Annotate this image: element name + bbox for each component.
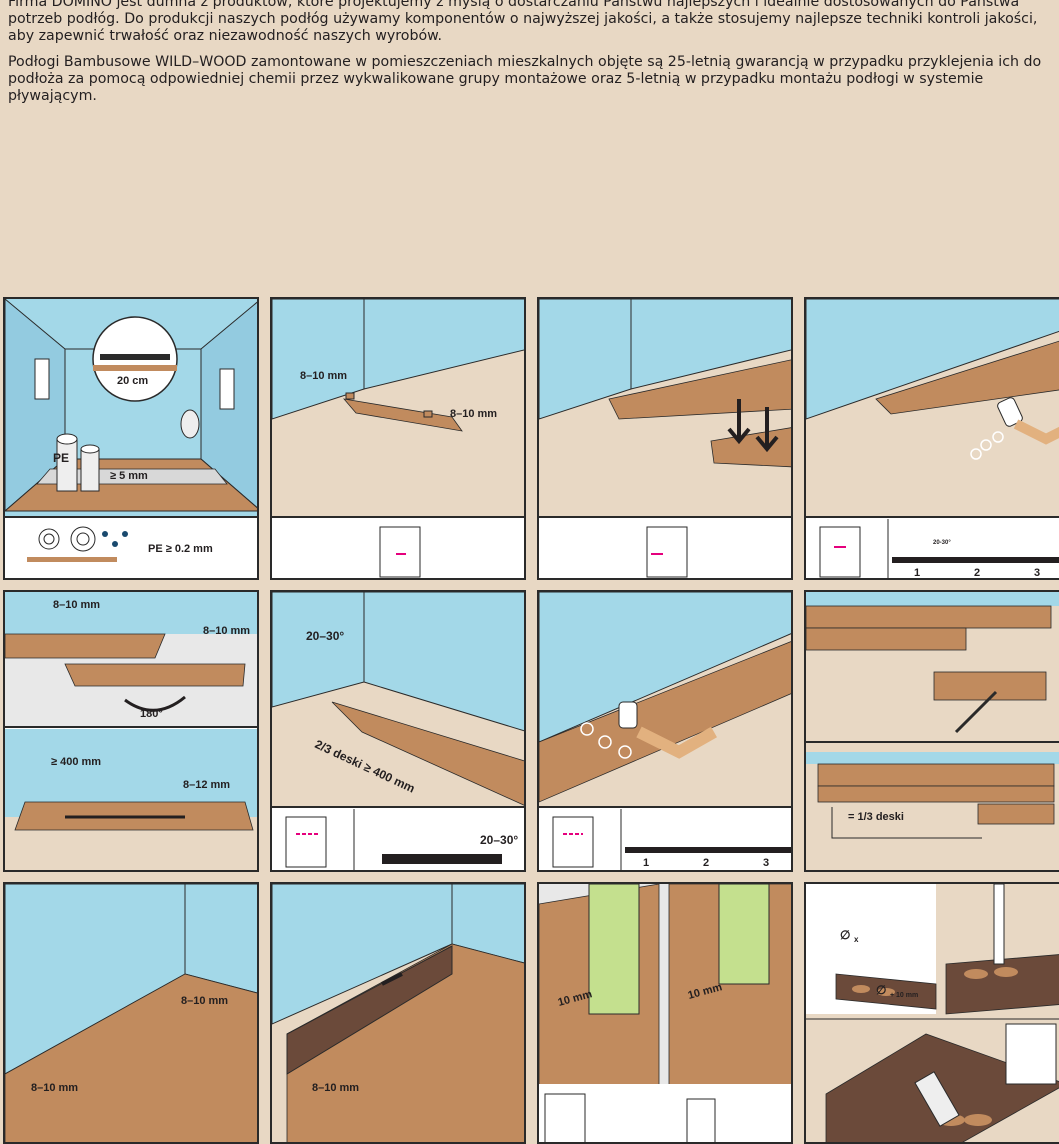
step-12-diameter-plus-sub: + 10 mm: [890, 992, 918, 999]
step-9-illustration: 8–10 mm 8–10 mm: [5, 884, 259, 1144]
step-1-circle-label: 20 cm: [117, 375, 148, 387]
step-7-step-2: 2: [703, 857, 709, 869]
step-10-gap-label: 8–10 mm: [312, 1082, 359, 1094]
step-4-tapping-panel: 20-30° 1 2 3: [804, 297, 1059, 580]
step-2-gap-left: 8–10 mm: [300, 370, 347, 382]
step-1-roll-label: PE: [53, 451, 69, 465]
step-7-step-1: 1: [643, 857, 649, 869]
step-6-angle-label: 20–30°: [306, 629, 344, 643]
step-7-tapping-panel: 1 2 3: [537, 590, 793, 872]
intro-paragraph-1: Firma DOMINO jest dumna z produktów, któ…: [8, 0, 1053, 45]
step-2-illustration: 8–10 mm 8–10 mm: [272, 299, 526, 580]
step-1-underlay-panel: 20 cm PE ≥ 5 mm PE ≥ 0.2 mm: [3, 297, 259, 580]
step-10-skirting-panel: 8–10 mm: [270, 882, 526, 1144]
intro-paragraph-2: Podłogi Bambusowe WILD–WOOD zamontowane …: [8, 54, 1053, 105]
step-6-illustration: 20–30° 2/3 deski ≥ 400 mm 20–30°: [272, 592, 526, 872]
step-12-diameter-plus: ∅: [876, 983, 886, 997]
intro-text: Firma DOMINO jest dumna z produktów, któ…: [8, 0, 1053, 114]
step-7-illustration: 1 2 3: [539, 592, 793, 872]
step-4-step-2: 2: [974, 567, 980, 579]
step-5-min-length: ≥ 400 mm: [51, 756, 101, 768]
step-5-illustration: 8–10 mm 8–10 mm 180° ≥ 400 mm 8–12 mm: [5, 592, 259, 872]
step-11-illustration: 10 mm 10 mm: [539, 884, 793, 1144]
step-7-step-3: 3: [763, 857, 769, 869]
step-8-illustration: = 1/3 deski: [806, 592, 1059, 872]
step-12-diameter-label: ∅: [840, 928, 850, 942]
step-6-detail-angle: 20–30°: [480, 833, 518, 847]
step-4-step-3: 3: [1034, 567, 1040, 579]
step-4-illustration: 20-30° 1 2 3: [806, 299, 1059, 580]
step-10-illustration: 8–10 mm: [272, 884, 526, 1144]
step-5-gap-side: 8–12 mm: [183, 779, 230, 791]
step-5-gap-top: 8–10 mm: [53, 599, 100, 611]
step-5-row-end-panel: 8–10 mm 8–10 mm 180° ≥ 400 mm 8–12 mm: [3, 590, 259, 872]
step-2-gap-right: 8–10 mm: [450, 408, 497, 420]
step-4-angle-small: 20-30°: [933, 540, 951, 546]
step-1-foil-label: PE ≥ 0.2 mm: [148, 543, 213, 555]
step-2-first-row-panel: 8–10 mm 8–10 mm: [270, 297, 526, 580]
step-12-pipe-cutout-panel: ∅ x ∅ + 10 mm: [804, 882, 1059, 1144]
step-9-gap-front: 8–10 mm: [31, 1082, 78, 1094]
step-12-diameter-sub: x: [854, 935, 859, 944]
step-6-angle-panel: 20–30° 2/3 deski ≥ 400 mm 20–30°: [270, 590, 526, 872]
step-3-illustration: [539, 299, 793, 580]
step-3-click-panel: [537, 297, 793, 580]
step-1-thickness-label: ≥ 5 mm: [110, 470, 148, 482]
step-9-gap-back: 8–10 mm: [181, 995, 228, 1007]
step-1-illustration: 20 cm PE ≥ 5 mm PE ≥ 0.2 mm: [5, 299, 259, 580]
step-4-step-1: 1: [914, 567, 920, 579]
step-9-finished-floor-panel: 8–10 mm 8–10 mm: [3, 882, 259, 1144]
step-8-offset-panel: = 1/3 deski: [804, 590, 1059, 872]
step-11-door-frame-panel: 10 mm 10 mm: [537, 882, 793, 1144]
step-12-illustration: ∅ x ∅ + 10 mm: [806, 884, 1059, 1144]
step-5-gap-right: 8–10 mm: [203, 625, 250, 637]
step-5-rotate-label: 180°: [140, 708, 163, 720]
step-8-offset-rule: = 1/3 deski: [848, 811, 904, 823]
